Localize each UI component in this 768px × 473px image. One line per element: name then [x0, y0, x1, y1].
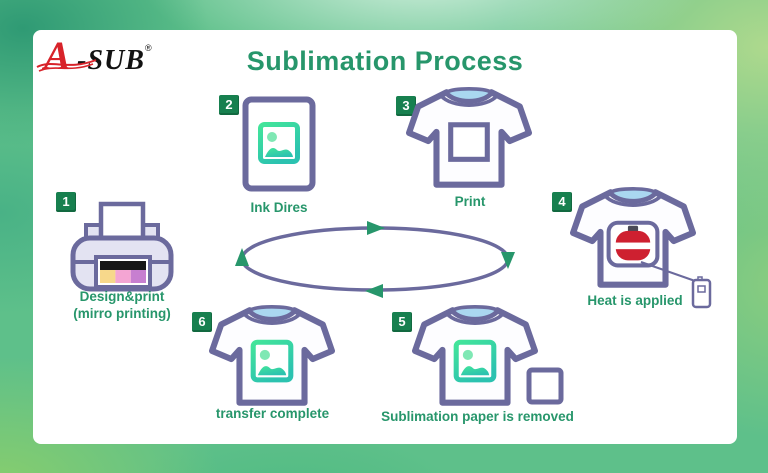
- removed-paper-icon: [526, 367, 564, 405]
- step-1-label-line2: (mirro printing): [73, 306, 171, 321]
- step-5-badge: 5: [392, 312, 412, 332]
- arrow-right-down: [501, 252, 515, 269]
- image-icon: [453, 339, 497, 383]
- cycle-arrows-diagram: [235, 221, 515, 298]
- step-3-label: Print: [454, 194, 486, 209]
- step-2-badge: 2: [219, 95, 239, 115]
- sublimation-paper-icon: [242, 96, 316, 192]
- brand-logo: A -SUB®: [36, 32, 152, 79]
- tshirt-printed-icon: [209, 305, 335, 406]
- tshirt-paper-removed-icon: [412, 305, 538, 406]
- step-1-badge: 1: [56, 192, 76, 212]
- arrow-top-right: [367, 221, 385, 235]
- tshirt-blank-icon: [406, 87, 532, 188]
- step-1-label-line1: Design&print: [79, 289, 165, 304]
- printer-icon: [70, 201, 174, 292]
- image-icon: [258, 122, 300, 164]
- power-cord-outlet-icon: [640, 261, 712, 309]
- brand-letter: A: [44, 33, 71, 78]
- step-5-label: Sublimation paper is removed: [381, 409, 574, 424]
- page-title: Sublimation Process: [246, 46, 524, 76]
- step-4-label: Heat is applied: [587, 293, 683, 308]
- arrow-left-up: [235, 248, 249, 266]
- arrow-bottom-left: [365, 284, 383, 298]
- step-2-label: Ink Dires: [250, 200, 308, 215]
- brand-name: -SUB: [77, 45, 145, 76]
- step-6-label: transfer complete: [215, 406, 330, 421]
- logo-swoosh-icon: [36, 59, 97, 72]
- tshirt-heat-press-icon: [570, 187, 696, 288]
- step-6-badge: 6: [192, 312, 212, 332]
- step-3-badge: 3: [396, 96, 416, 116]
- heat-press-icon: [606, 220, 660, 268]
- step-1-label: Design&print (mirro printing): [48, 288, 196, 322]
- step-4-badge: 4: [552, 192, 572, 212]
- image-icon: [250, 339, 294, 383]
- registered-mark: ®: [144, 43, 152, 53]
